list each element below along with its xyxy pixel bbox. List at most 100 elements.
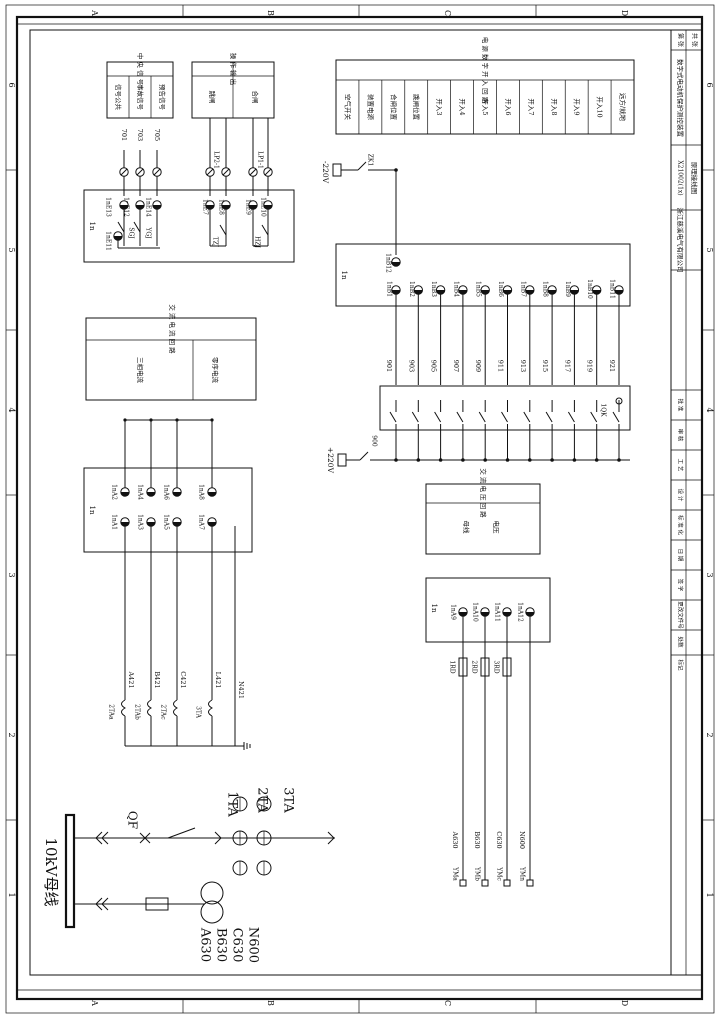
control-wire-number: LP1-1 — [257, 151, 264, 169]
row-mark: 4 — [705, 407, 714, 412]
bus-label: 10kV母线 — [42, 837, 60, 906]
input-wire-number: 919 — [586, 360, 594, 372]
contact-blade — [261, 224, 269, 236]
ac-voltage-table — [425, 483, 541, 555]
bus-terminal — [481, 879, 489, 887]
title-field-label: 批 准 — [677, 399, 685, 412]
voltage-terminal — [480, 607, 490, 617]
control-input-terminal — [221, 200, 231, 210]
switch-legend-item: 远方/就地 — [619, 93, 628, 122]
contact-label: YGJ — [145, 226, 152, 239]
sheet-number: 第 张 — [677, 33, 685, 47]
contact-blade — [456, 411, 464, 423]
bus-terminal-label: YMa — [452, 866, 459, 881]
bus-terminal-label: YMb — [474, 866, 481, 881]
terminal-fill — [614, 290, 624, 295]
terminal-label: 1nA9 — [450, 604, 457, 620]
current-terminal-top — [172, 487, 182, 497]
ac-voltage-item: 母线 — [462, 521, 471, 535]
input-wire-number: 911 — [497, 360, 505, 372]
signal-header: 中 央 信 号 — [136, 53, 145, 86]
title-block-frame — [670, 29, 703, 976]
current-wire-number: B421 — [153, 671, 161, 688]
title-block: 第 张共 张数字式电动机保护测控装置X21002(1x)原理接线图浙江慈溪电气有… — [670, 29, 703, 976]
terminal-label: 1nB5 — [475, 281, 482, 297]
signal-terminal — [152, 167, 162, 177]
sheet-total: 共 张 — [691, 33, 699, 47]
bus-terminal — [459, 879, 467, 887]
drawing-name: 原理接线图 — [690, 162, 699, 195]
title-field-label: 签 字 — [677, 579, 685, 592]
row-mark: 1 — [7, 892, 16, 897]
control-header: 操 作 输 出 — [229, 53, 238, 85]
signal-terminal — [135, 167, 145, 177]
contact-blade — [545, 411, 553, 423]
module-label: 1n — [340, 271, 348, 280]
terminal-fill — [207, 522, 217, 527]
bus-bar — [64, 813, 76, 929]
current-terminal-bottom — [146, 517, 156, 527]
ct-label: 1TA — [225, 791, 240, 817]
terminal-slot — [206, 168, 214, 176]
terminal-label: 1nB8 — [542, 281, 549, 297]
input-terminal — [413, 285, 423, 295]
terminal-fill — [525, 612, 535, 617]
pt-fuse — [145, 897, 169, 911]
fuse-label: 2RD — [471, 660, 478, 673]
terminal-label: 1nB10 — [586, 279, 593, 299]
signal-item: 信号公共 — [114, 84, 123, 111]
input-contact — [389, 411, 397, 423]
terminal-fill — [525, 290, 534, 295]
terminal-fill — [502, 612, 512, 617]
column-mark: A — [90, 9, 99, 16]
input-terminal — [480, 285, 490, 295]
input-contact — [501, 411, 508, 423]
breaker-label: QF — [126, 811, 140, 829]
current-terminal-bottom — [172, 517, 182, 527]
input-contact — [434, 411, 442, 423]
voltage-module-box — [425, 577, 551, 643]
row-mark: 6 — [7, 82, 16, 87]
dc-switch-input-circuit: -220VZK11n1nB121nB19011nB29031nB39051nB4… — [321, 154, 631, 474]
title-field-label: 设 计 — [677, 489, 685, 502]
ct-label: 2TA — [255, 787, 270, 813]
bus-terminal-label: YMc — [496, 866, 503, 881]
input-terminal — [435, 285, 446, 295]
current-wire-number: N421 — [237, 681, 245, 699]
selector-knob — [615, 397, 623, 405]
signal-terminal — [119, 167, 129, 177]
positive-supply-label: +220V — [326, 447, 335, 474]
title-field-label: 标 准 化 — [677, 515, 685, 535]
terminal-fill — [119, 205, 129, 210]
signal-input-terminal — [135, 200, 145, 210]
terminal-fill — [481, 290, 490, 295]
current-module-box — [83, 467, 253, 553]
ac-current-header: 交 流 电 流 回 路 — [168, 304, 177, 354]
terminal-label: 1nE8 — [218, 199, 225, 215]
terminal-label: 1nB1 — [386, 281, 393, 297]
potential-transformer — [200, 900, 224, 924]
input-wire-number: 917 — [563, 360, 571, 372]
bus-terminal — [526, 879, 534, 887]
pt-output-label: A630 — [198, 927, 213, 962]
column-mark: A — [90, 999, 99, 1006]
terminal-fill — [570, 290, 579, 295]
terminal-fill — [391, 262, 401, 267]
contact-blade — [219, 224, 227, 236]
terminal-label: 1nA3 — [137, 514, 144, 530]
terminal-label: 1nE13 — [105, 197, 112, 217]
input-terminal — [614, 285, 624, 295]
control-item: 跳闸 — [208, 91, 217, 104]
control-wire-number: LP2-1 — [213, 151, 220, 169]
input-wire-number: 907 — [452, 360, 460, 372]
terminal-label: 1nE14 — [145, 197, 152, 217]
input-contact — [567, 411, 575, 423]
potential-transformer — [200, 881, 224, 905]
signal-item: 预告信号 — [158, 84, 167, 111]
contact-label: TZJ — [212, 237, 219, 248]
row-mark: 3 — [705, 572, 714, 577]
column-mark: B — [266, 1000, 275, 1006]
input-terminal — [592, 285, 602, 295]
